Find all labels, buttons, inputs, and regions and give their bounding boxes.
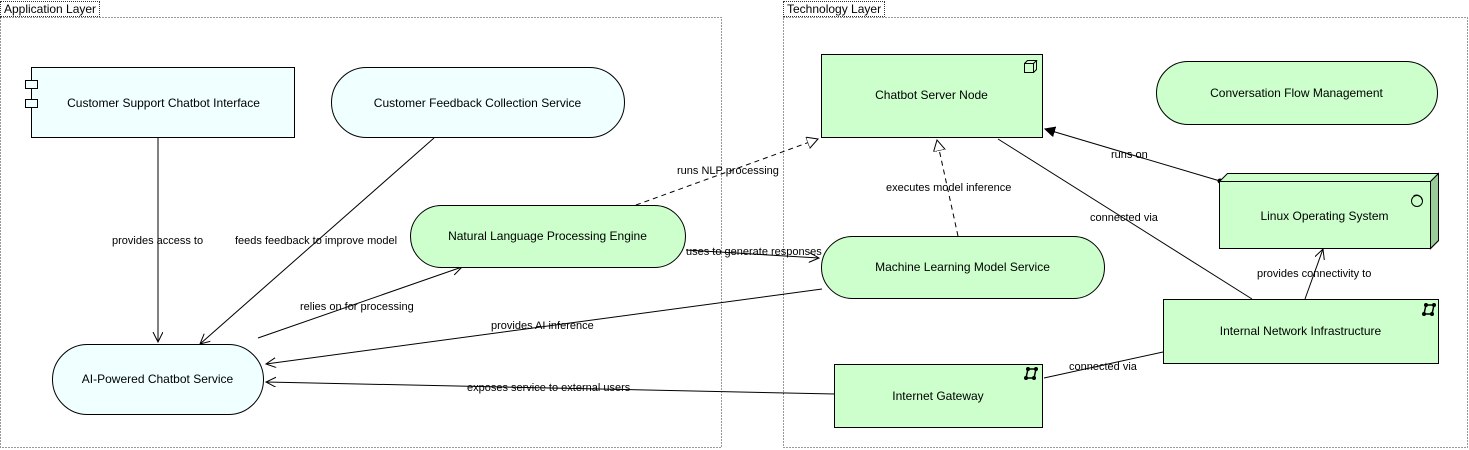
ai-powered-chatbot-service-node[interactable] bbox=[52, 344, 264, 415]
chatbot-server-node[interactable] bbox=[821, 54, 1043, 138]
node-cube-icon bbox=[1024, 60, 1038, 73]
ai-chatbot-service-label: AI-Powered Chatbot Service bbox=[81, 372, 234, 386]
edge-label-runs-on: runs on bbox=[1111, 149, 1148, 161]
edge-label-uses-to-generate: uses to generate responses bbox=[686, 246, 822, 258]
edge-label-executes-inference: executes model inference bbox=[886, 182, 1012, 194]
edge-label-exposes-service: exposes service to external users bbox=[467, 382, 631, 394]
ml-service-label: Machine Learning Model Service bbox=[875, 260, 1050, 274]
component-icon bbox=[25, 80, 38, 108]
edge-label-provides-connectivity: provides connectivity to bbox=[1257, 268, 1372, 280]
edge-label-feeds-feedback: feeds feedback to improve model bbox=[235, 235, 398, 247]
chatbot-interface-label: Customer Support Chatbot Interface bbox=[67, 96, 260, 110]
customer-feedback-collection-service-node[interactable] bbox=[331, 67, 625, 138]
conversation-flow-label: Conversation Flow Management bbox=[1210, 85, 1383, 100]
edge-connected-via-1 bbox=[997, 138, 1253, 300]
edge-uses-to-generate bbox=[685, 249, 819, 258]
nlp-engine-node[interactable] bbox=[410, 205, 686, 268]
customer-support-chatbot-interface-node[interactable] bbox=[25, 67, 295, 138]
edge-relies-on bbox=[257, 267, 462, 339]
edge-label-relies-on: relies on for processing bbox=[300, 301, 414, 313]
feedback-service-label: Customer Feedback Collection Service bbox=[373, 96, 582, 110]
edge-provides-connectivity bbox=[1304, 249, 1323, 300]
system-software-icon bbox=[1411, 194, 1423, 207]
chatbot-server-label: Chatbot Server Node bbox=[875, 88, 988, 102]
application-layer-title: Application Layer bbox=[0, 1, 101, 17]
linux-os-node[interactable] bbox=[1219, 172, 1439, 250]
edge-connected-via-2 bbox=[1043, 351, 1164, 379]
internet-gateway-node[interactable] bbox=[834, 364, 1043, 428]
edge-feeds-feedback bbox=[200, 137, 435, 344]
edge-label-runs-nlp: runs NLP processing bbox=[677, 165, 779, 177]
edge-label-provides-access: provides access to bbox=[112, 235, 204, 247]
edge-label-provides-ai: provides AI inference bbox=[491, 320, 594, 332]
edge-executes-inference bbox=[937, 140, 959, 237]
internal-network-infrastructure-node[interactable] bbox=[1163, 299, 1439, 364]
conversation-flow-management-node[interactable] bbox=[1156, 61, 1438, 125]
internet-gateway-label: Internet Gateway bbox=[892, 388, 984, 403]
edge-provides-ai bbox=[266, 288, 823, 364]
edge-label-connected-via-2: connected via bbox=[1069, 361, 1137, 373]
technology-layer-title: Technology Layer bbox=[783, 1, 886, 17]
edge-exposes-service bbox=[266, 382, 836, 395]
ml-model-service-node[interactable] bbox=[821, 236, 1105, 299]
network-infra-label: Internal Network Infrastructure bbox=[1219, 324, 1382, 338]
network-icon bbox=[1422, 303, 1436, 316]
edge-label-connected-via-1: connected via bbox=[1090, 212, 1158, 224]
nlp-engine-label: Natural Language Processing Engine bbox=[448, 229, 647, 243]
linux-os-label: Linux Operating System bbox=[1260, 209, 1389, 223]
network-icon bbox=[1024, 367, 1038, 380]
edge-runs-on bbox=[1045, 129, 1220, 181]
